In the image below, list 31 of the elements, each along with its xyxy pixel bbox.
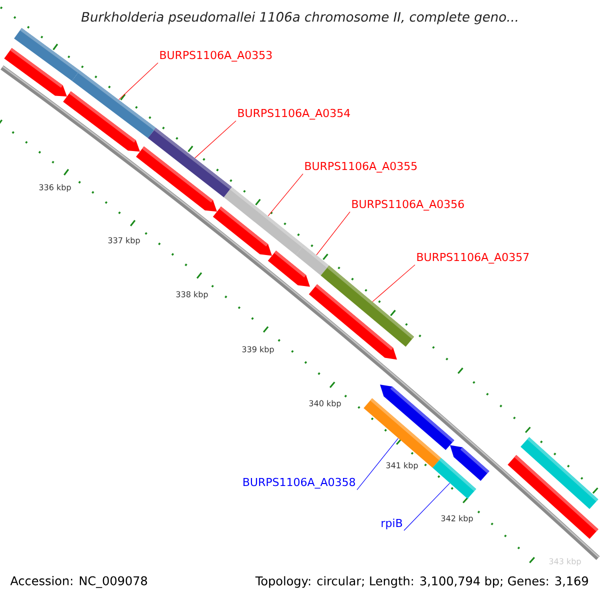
gene-bar — [296, 245, 329, 276]
gene-label: BURPS1106A_A0358 — [244, 478, 356, 489]
title: Burkholderia pseudomallei 1106a chromosome II, complete geno... — [81, 12, 518, 24]
leader-line — [118, 62, 158, 100]
scale-label: 337 kbp — [108, 237, 140, 245]
gene-bar — [432, 458, 476, 499]
footer-text: Topology: circular; Length: 3,100,794 bp; Genes: 3,169 — [255, 576, 588, 588]
gene-label: BURPS1106A_A0354 — [238, 108, 350, 120]
leader-line — [372, 264, 416, 302]
scale-label: 338 kbp — [176, 291, 208, 299]
gene-label: rpiB — [382, 518, 402, 530]
gene-bar — [148, 128, 232, 198]
gene-label: BURPS1106A_A0356 — [352, 200, 464, 211]
leader-line — [316, 211, 350, 256]
gene-label: BURPS1106A_A0355 — [305, 162, 417, 173]
gene-bar — [72, 70, 156, 138]
scale-label: 336 kbp — [39, 184, 71, 192]
gene-bar — [320, 266, 414, 347]
scale-label: 339 kbp — [242, 346, 274, 354]
scale-label: 342 kbp — [441, 515, 473, 523]
gene-label: BURPS1106A_A0357 — [417, 252, 529, 264]
scale-label: 341 kbp — [386, 462, 418, 470]
gene-bar — [364, 398, 442, 468]
scale-label: 340 kbp — [309, 400, 341, 408]
leader-line — [194, 120, 236, 158]
leader-line — [404, 482, 450, 531]
gene-label: BURPS1106A_A0353 — [160, 50, 272, 62]
leader-line — [268, 173, 304, 216]
footer-text: Accession: NC_009078 — [10, 576, 148, 588]
gene-bar — [224, 187, 304, 256]
leader-line — [356, 438, 398, 490]
